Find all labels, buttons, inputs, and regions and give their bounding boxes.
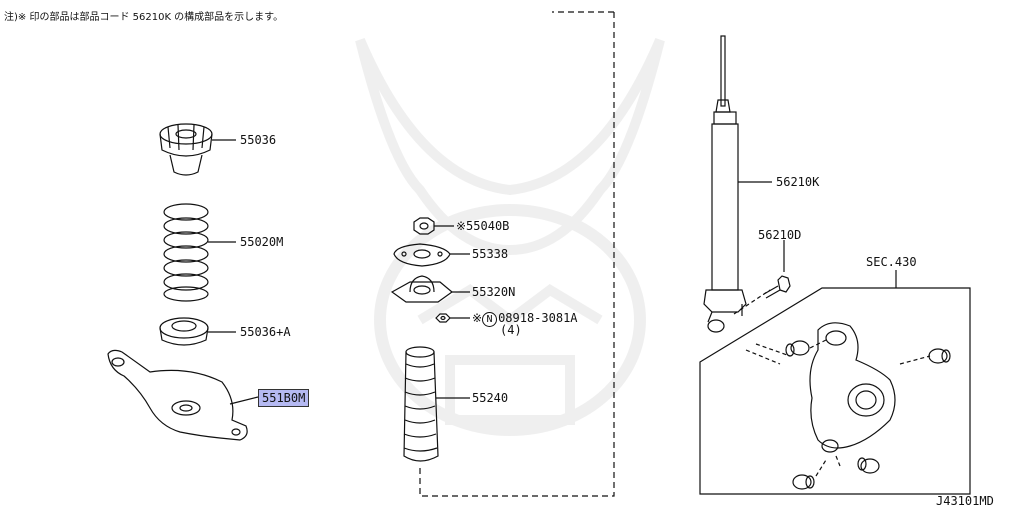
spring-lower-seat bbox=[159, 317, 209, 346]
nut-08918 bbox=[435, 313, 451, 323]
kit-bracket bbox=[419, 12, 615, 497]
callout-55036[interactable]: 55036 bbox=[240, 133, 277, 147]
spring-upper-seat bbox=[159, 123, 213, 176]
leader-lines bbox=[208, 139, 785, 405]
dust-bellows bbox=[403, 346, 439, 462]
nut-55040b bbox=[413, 217, 435, 235]
bolt-56210d bbox=[733, 275, 791, 315]
callout-55040b[interactable]: ※55040B bbox=[456, 219, 510, 233]
callout-56210d[interactable]: 56210D bbox=[758, 228, 802, 242]
callout-55240[interactable]: 55240 bbox=[472, 391, 509, 405]
plate-55338 bbox=[393, 243, 451, 267]
callout-551b0m[interactable]: 551B0M bbox=[258, 389, 310, 407]
coil-spring bbox=[163, 203, 209, 302]
watermark-emblem bbox=[355, 38, 665, 436]
callout-08918-mark: ※ bbox=[472, 311, 483, 325]
callout-55320n[interactable]: 55320N bbox=[472, 285, 516, 299]
n-circle-icon: N bbox=[482, 312, 498, 327]
callout-08918-qty: (4) bbox=[500, 323, 522, 337]
diagram-id: J43101MD bbox=[936, 494, 994, 508]
knuckle bbox=[745, 322, 951, 490]
callout-55338[interactable]: 55338 bbox=[472, 247, 509, 261]
mount-55320n bbox=[390, 275, 453, 303]
section-ref-430[interactable]: SEC.430 bbox=[866, 255, 917, 269]
knuckle-frame bbox=[699, 287, 971, 495]
callout-55020m[interactable]: 55020M bbox=[240, 235, 284, 249]
shock-absorber bbox=[703, 35, 747, 333]
lower-link-arm bbox=[107, 349, 248, 441]
parts-note: 注)※ 印の部品は部品コード 56210K の構成部品を示します。 bbox=[4, 12, 284, 23]
callout-08918-number: 08918-3081A bbox=[498, 311, 578, 325]
callout-56210k[interactable]: 56210K bbox=[776, 175, 820, 189]
callout-55036a[interactable]: 55036+A bbox=[240, 325, 291, 339]
